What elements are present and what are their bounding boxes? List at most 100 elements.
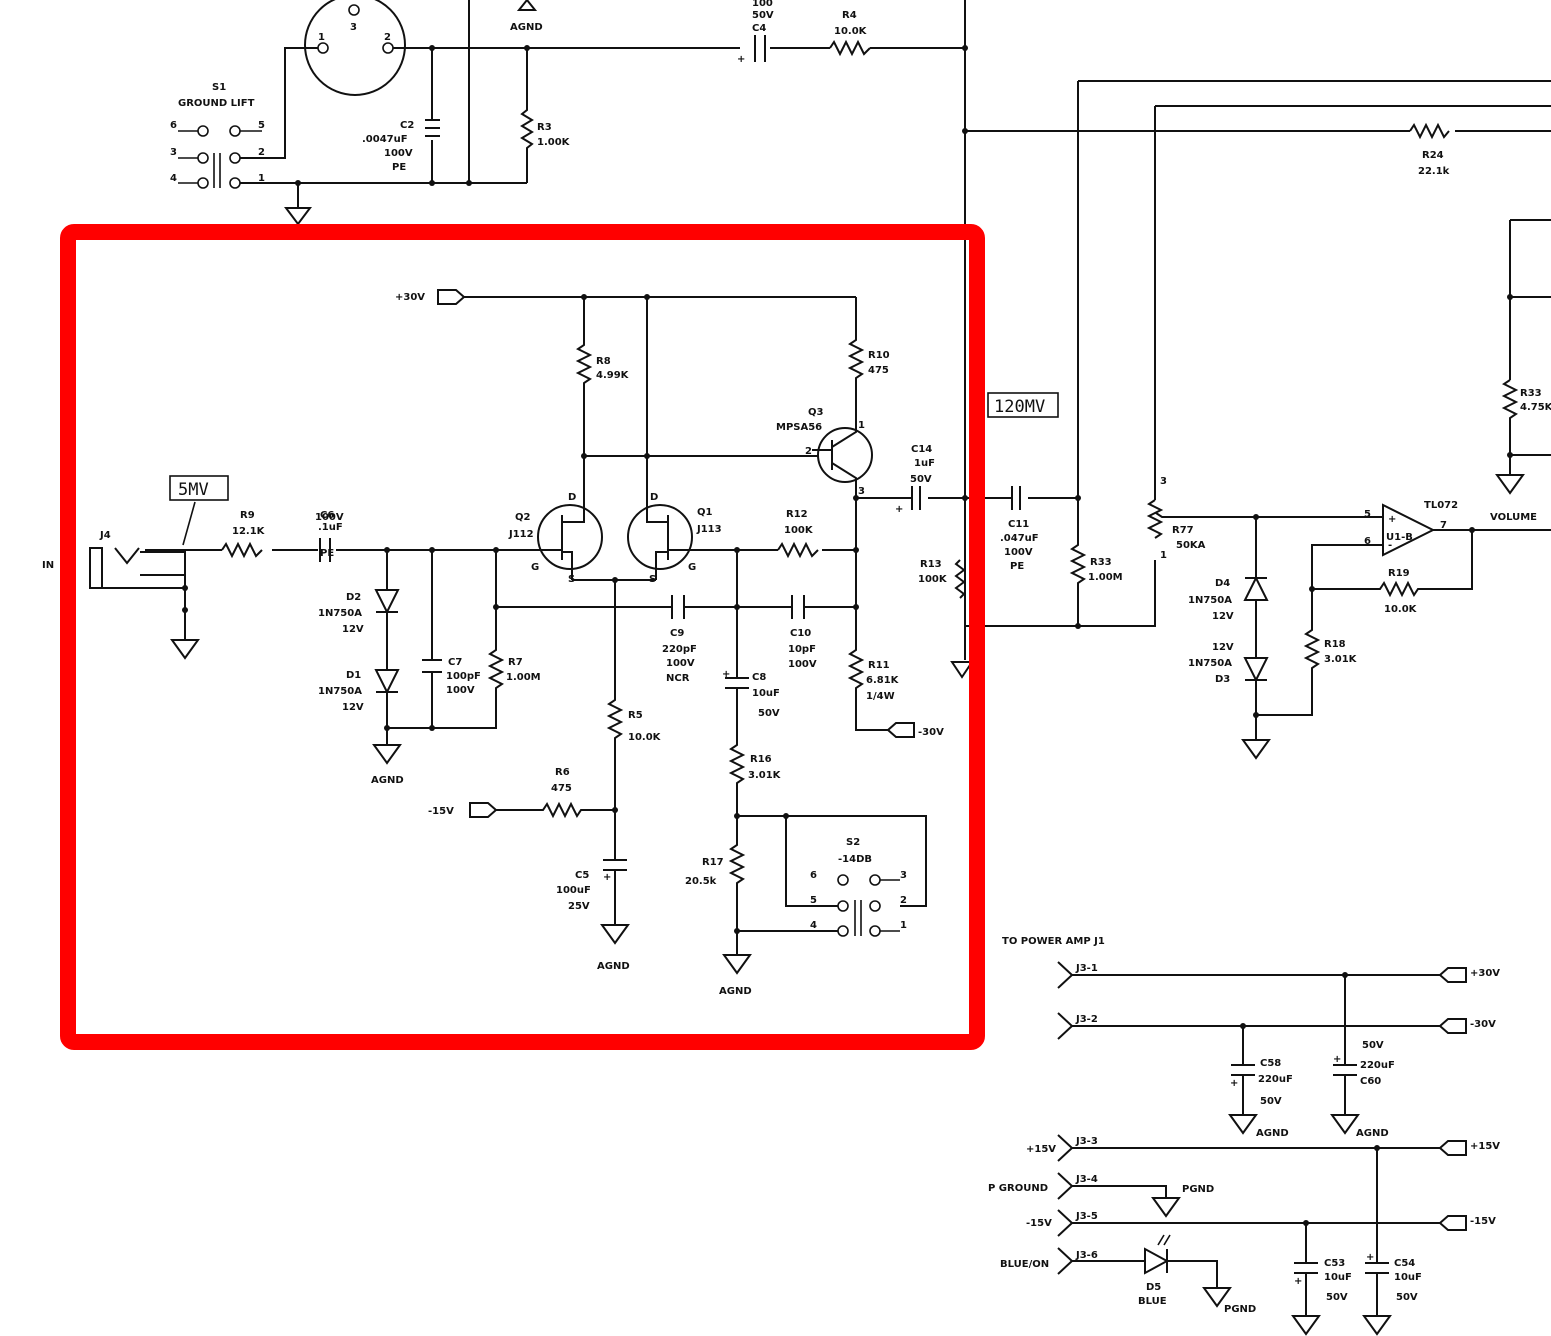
r17-value: 20.5k: [685, 876, 717, 887]
r33b-name: R33: [1090, 557, 1112, 568]
c4-name: C4: [752, 23, 766, 34]
q1-drain: D: [650, 492, 658, 503]
j3-5-label: J3-5: [1075, 1211, 1098, 1222]
q3-pin3: 3: [858, 486, 865, 497]
c53-voltage: 50V: [1326, 1292, 1348, 1303]
c54-voltage: 50V: [1396, 1292, 1418, 1303]
r77-value: 50KA: [1176, 540, 1206, 551]
svg-text:7: 7: [1440, 520, 1447, 531]
c10-name: C10: [790, 628, 811, 639]
svg-text:-: -: [1388, 540, 1392, 551]
r9-value: 12.1K: [232, 526, 266, 537]
q2-jfet: [537, 490, 603, 580]
c2-type: PE: [392, 162, 406, 173]
s2-pin2: 2: [900, 895, 907, 906]
q2-source: S: [568, 574, 575, 585]
p-ground-label: P GROUND: [988, 1183, 1048, 1194]
d5-blue-led: [1144, 1234, 1171, 1275]
d4-part: 1N750A: [1188, 595, 1232, 606]
r16-name: R16: [750, 754, 772, 765]
d2-voltage: 12V: [342, 624, 364, 635]
svg-text:+: +: [1388, 514, 1396, 525]
d3-part: 1N750A: [1188, 658, 1232, 669]
r77-name: R77: [1172, 525, 1194, 536]
plus15-left-label: +15V: [1026, 1144, 1056, 1155]
svg-text:+: +: [722, 669, 730, 680]
c14-name: C14: [911, 444, 932, 455]
c2-value: .0047uF: [362, 134, 408, 145]
svg-text:+: +: [1230, 1078, 1238, 1089]
q2-part: J112: [508, 529, 534, 540]
minus15-left-label: -15V: [1026, 1218, 1052, 1229]
c53-value: 10uF: [1324, 1272, 1352, 1283]
r4-name: R4: [842, 10, 857, 21]
q1-part: J113: [696, 524, 722, 535]
c14-voltage: 50V: [910, 474, 932, 485]
r4-value: 10.0K: [834, 26, 868, 37]
c6-type: PE: [320, 548, 334, 559]
s1-pin6: 6: [170, 120, 177, 131]
d2-part: 1N750A: [318, 608, 362, 619]
c5-voltage: 25V: [568, 901, 590, 912]
xlr-pin1: 1: [318, 32, 325, 43]
c58-name: C58: [1260, 1058, 1281, 1069]
s1-pin5: 5: [258, 120, 265, 131]
out-plus30-label: +30V: [1470, 968, 1500, 979]
c2-name: C2: [400, 120, 414, 131]
q1-gate: G: [688, 562, 696, 573]
r24-value: 22.1k: [1418, 166, 1450, 177]
r33b-value: 1.00M: [1088, 572, 1123, 583]
d5-color: BLUE: [1138, 1296, 1167, 1307]
c10-value: 10pF: [788, 644, 816, 655]
agnd-c5-label: AGND: [597, 961, 630, 972]
j3-2-label: J3-2: [1075, 1014, 1098, 1025]
r33-value: 4.75K: [1520, 402, 1551, 413]
c11-type: PE: [1010, 561, 1024, 572]
c7-voltage: 100V: [446, 685, 475, 696]
j3-6-label: J3-6: [1075, 1250, 1098, 1261]
volume-label: VOLUME: [1490, 512, 1537, 523]
u1b-opamp: [1382, 503, 1436, 557]
c60-voltage: 50V: [1362, 1040, 1384, 1051]
q3-pin2: 2: [805, 446, 812, 457]
c7-value: 100pF: [446, 671, 481, 682]
s1-ground-lift-switch: S1 GROUND LIFT 6 3 4 5 2 1: [170, 82, 265, 189]
c6-voltage: 100V: [315, 512, 344, 523]
r12-value: 100K: [784, 525, 814, 536]
s2-name: S2: [846, 837, 860, 848]
c4-value: 100: [752, 0, 773, 9]
c5-value: 100uF: [556, 885, 591, 896]
c8-value: 10uF: [752, 688, 780, 699]
s2-switch: [837, 874, 900, 937]
r7-name: R7: [508, 657, 523, 668]
in-label: IN: [42, 560, 54, 571]
r11-power: 1/4W: [866, 691, 895, 702]
svg-text:+: +: [1333, 1054, 1341, 1065]
c7-name: C7: [448, 657, 462, 668]
c4-voltage: 50V: [752, 10, 774, 21]
r17-name: R17: [702, 857, 724, 868]
r10-name: R10: [868, 350, 890, 361]
r18-value: 3.01K: [1324, 654, 1358, 665]
c2-voltage: 100V: [384, 148, 413, 159]
r13-name: R13: [920, 559, 942, 570]
j4-name: J4: [99, 530, 111, 541]
r18-name: R18: [1324, 639, 1346, 650]
c8-voltage: 50V: [758, 708, 780, 719]
r19-value: 10.0K: [1384, 604, 1418, 615]
r13-value: 100K: [918, 574, 948, 585]
s1-pin2: 2: [258, 147, 265, 158]
plus15-right-label: +15V: [1470, 1141, 1500, 1152]
c58-value: 220uF: [1258, 1074, 1293, 1085]
r77-pin1: 1: [1160, 550, 1167, 561]
svg-text:+: +: [1294, 1276, 1302, 1287]
r24-name: R24: [1422, 150, 1444, 161]
agnd-c60-label: AGND: [1356, 1128, 1389, 1139]
c8-name: C8: [752, 672, 766, 683]
5mv-tag: 5MV: [178, 480, 209, 500]
s2-pin4: 4: [810, 920, 817, 931]
c60-name: C60: [1360, 1076, 1381, 1087]
tl072-label: TL072: [1424, 500, 1458, 511]
r3-value: 1.00K: [537, 137, 571, 148]
r9-name: R9: [240, 510, 255, 521]
